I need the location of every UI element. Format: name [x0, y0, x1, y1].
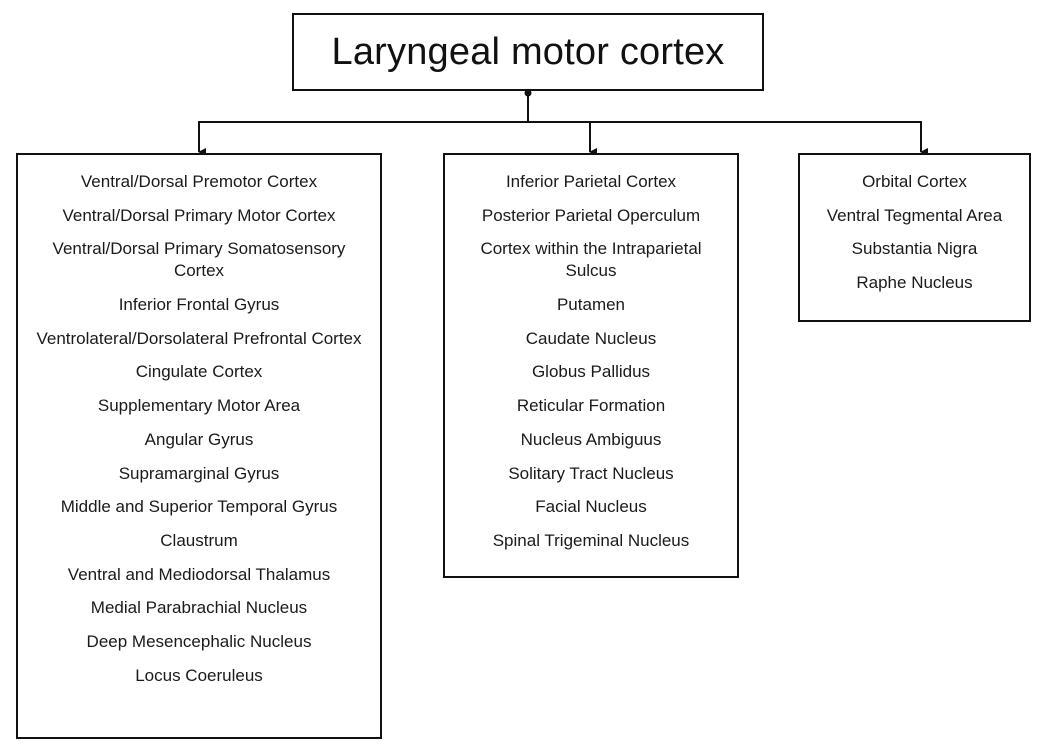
root-node: Laryngeal motor cortex [292, 13, 764, 91]
list-item: Orbital Cortex [862, 172, 967, 191]
list-item: Ventral/Dorsal Primary Motor Cortex [62, 205, 336, 225]
list-item: Middle and Superior Temporal Gyrus [60, 497, 338, 517]
root-node-label: Laryngeal motor cortex [331, 30, 725, 73]
list-item: Posterior Parietal Operculum [481, 205, 701, 225]
list-item: Deep Mesencephalic Nucleus [86, 631, 312, 651]
list-item: Spinal Trigeminal Nucleus [492, 530, 690, 550]
list-item: Locus Coeruleus [135, 665, 263, 685]
list-item: Medial Parabrachial Nucleus [90, 598, 308, 618]
list-item: Inferior Parietal Cortex [505, 172, 677, 191]
list-item: Cingulate Cortex [135, 362, 263, 382]
list-item: Inferior Frontal Gyrus [118, 295, 280, 315]
list-item: Facial Nucleus [535, 497, 647, 517]
list-item: Cortex within the Intraparietal Sulcus [480, 239, 702, 281]
list-item: Nucleus Ambiguus [520, 429, 662, 449]
list-item: Claustrum [160, 530, 238, 550]
list-item: Substantia Nigra [851, 239, 978, 259]
list-item: Solitary Tract Nucleus [508, 463, 674, 483]
list-item: Globus Pallidus [531, 362, 651, 382]
list-item: Caudate Nucleus [525, 328, 657, 348]
list-item: Ventrolateral/Dorsolateral Prefrontal Co… [36, 328, 362, 348]
list-item: Supplementary Motor Area [97, 396, 301, 416]
list-item: Raphe Nucleus [856, 273, 973, 293]
list-item: Ventral Tegmental Area [826, 205, 1003, 225]
list-item: Ventral/Dorsal Primary Somatosensory Cor… [52, 239, 346, 281]
list-item: Supramarginal Gyrus [118, 463, 280, 483]
list-item: Reticular Formation [516, 396, 666, 416]
list-item: Ventral and Mediodorsal Thalamus [67, 564, 331, 584]
list-item: Ventral/Dorsal Premotor Cortex [80, 172, 318, 191]
list-item: Putamen [556, 295, 626, 315]
list-item: Angular Gyrus [144, 429, 254, 449]
